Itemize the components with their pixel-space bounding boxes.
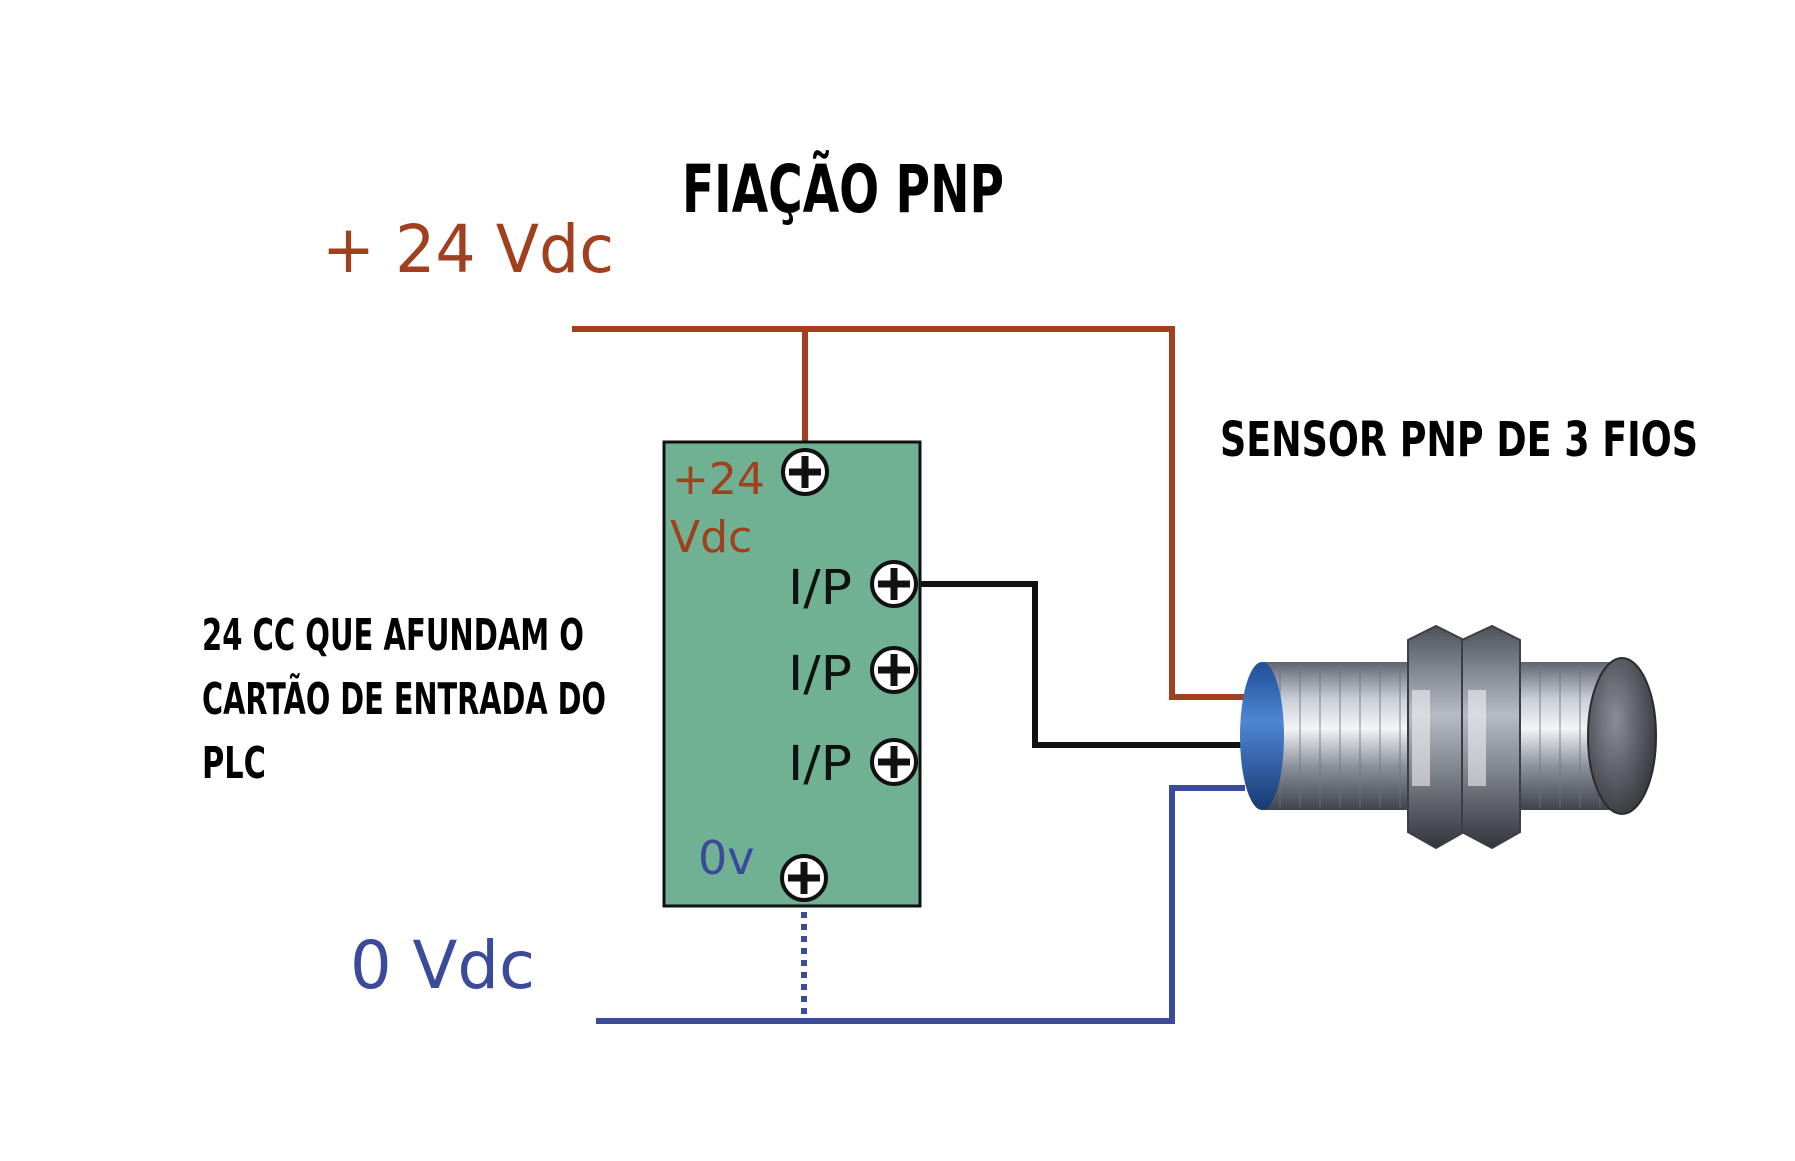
plc-input-card: +24 Vdc I/P I/P I/P 0v (662, 440, 922, 908)
input-label-1: I/P (788, 560, 852, 616)
card-positive-label-2: Vdc (670, 512, 752, 563)
supply-negative-label: 0 Vdc (350, 927, 535, 1004)
card-description-line-1: 24 CC QUE AFUNDAM O (202, 610, 584, 661)
terminal-screw-input-2 (870, 646, 918, 694)
diagram-title: FIAÇÃO PNP (682, 150, 1004, 228)
input-label-2: I/P (788, 646, 852, 702)
terminal-screw-positive (781, 448, 829, 496)
card-positive-label-1: +24 (672, 454, 765, 505)
terminal-screw-input-1 (870, 560, 918, 608)
positive-wire (572, 326, 1245, 700)
terminal-screw-negative (780, 854, 828, 902)
card-description-line-3: PLC (202, 738, 266, 789)
negative-wire (596, 785, 1245, 1024)
terminal-screw-input-3 (870, 738, 918, 786)
supply-positive-label: + 24 Vdc (322, 211, 614, 288)
pnp-sensor-icon (1240, 624, 1657, 850)
sensor-label: SENSOR PNP DE 3 FIOS (1220, 412, 1698, 468)
signal-wire (918, 581, 1245, 748)
card-negative-label: 0v (698, 831, 755, 885)
card-description-line-2: CARTÃO DE ENTRADA DO (202, 672, 606, 725)
input-label-3: I/P (788, 736, 852, 792)
